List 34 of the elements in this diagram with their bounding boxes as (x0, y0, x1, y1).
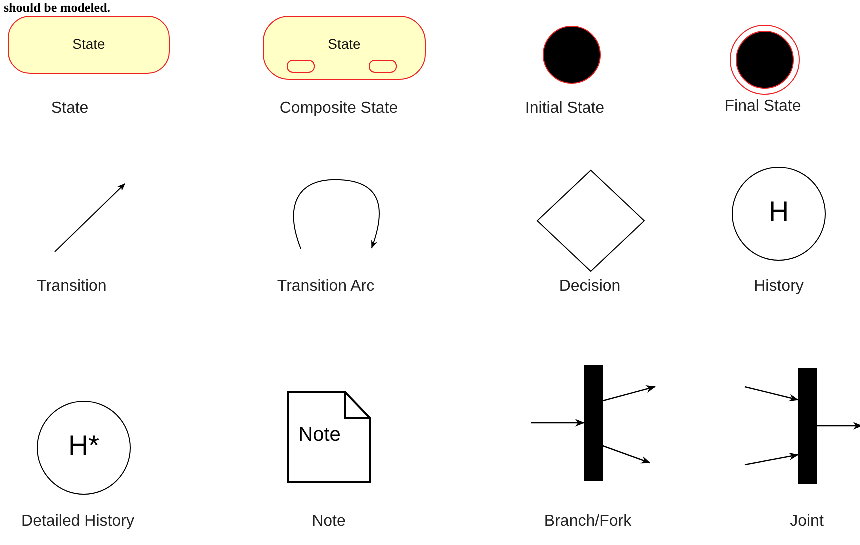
history-circle (732, 167, 826, 261)
arrow (602, 445, 651, 464)
arrow (744, 452, 799, 466)
substate-box (369, 60, 397, 73)
history-symbol: H* (67, 430, 101, 462)
symbol-caption: Initial State (525, 100, 605, 118)
symbol-caption: Joint (790, 513, 824, 531)
symbol-caption: Final State (724, 98, 802, 116)
symbol-caption: Composite State (280, 100, 398, 118)
symbol-caption: Detailed History (22, 513, 134, 531)
detailed-history-circle (37, 401, 131, 495)
substate-box (287, 60, 315, 73)
state-name: State (327, 36, 362, 52)
history-symbol: H (768, 196, 790, 228)
state-box (8, 16, 170, 74)
symbol-caption: Transition Arc (277, 278, 375, 296)
decision-diamond (537, 170, 645, 272)
arrow (817, 422, 860, 430)
join-bar (798, 368, 817, 484)
symbol-caption: Decision (559, 278, 621, 296)
composite-state-box (263, 16, 426, 80)
symbol-caption: History (754, 278, 804, 296)
note-shape (287, 391, 371, 483)
symbol-caption: Transition (37, 278, 107, 296)
heading-text: should be modeled. (4, 0, 111, 16)
fork-bar (584, 365, 603, 481)
arrow (602, 386, 656, 402)
symbol-caption: Note (312, 513, 346, 531)
note-text: Note (298, 424, 342, 447)
arrow (744, 386, 799, 402)
state-name: State (72, 36, 106, 52)
symbol-caption: State (51, 100, 89, 118)
symbol-caption: Branch/Fork (544, 513, 632, 531)
arrow (531, 419, 585, 427)
